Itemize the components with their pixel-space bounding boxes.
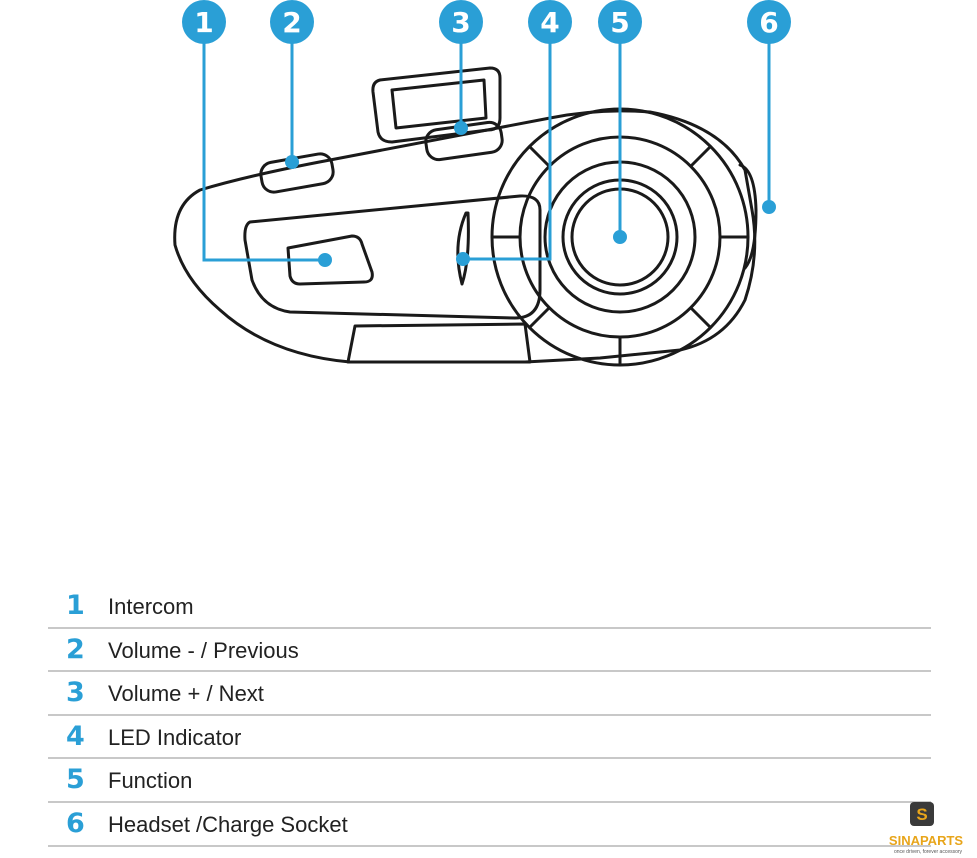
- legend-label: LED Indicator: [108, 724, 242, 750]
- callout-1-number: 1: [194, 6, 213, 39]
- device-diagram: 1 2 3 4 5 6: [173, 0, 791, 367]
- callout-5: 5: [598, 0, 642, 44]
- legend-item-intercom: 1 Intercom: [48, 585, 931, 629]
- callout-1: 1: [182, 0, 226, 44]
- legend-label: Headset /Charge Socket: [108, 811, 348, 837]
- callout-3: 3: [439, 0, 483, 44]
- legend-item-volume-down: 2 Volume - / Previous: [48, 629, 931, 673]
- sinaparts-logo: S SINAPARTS once driven, forever accesso…: [889, 802, 963, 855]
- legend-number: 2: [66, 633, 85, 665]
- callout-4-number: 4: [540, 6, 559, 39]
- logo-text: SINAPARTS: [889, 833, 963, 848]
- callout-2-number: 2: [282, 6, 301, 39]
- legend-item-function: 5 Function: [48, 759, 931, 803]
- headset-device-illustration: [173, 66, 758, 367]
- legend-number: 4: [66, 720, 85, 752]
- callout-6-number: 6: [759, 6, 778, 39]
- callout-3-number: 3: [451, 6, 470, 39]
- legend-list: 1 Intercom 2 Volume - / Previous 3 Volum…: [48, 585, 931, 847]
- callout-4: 4: [528, 0, 572, 44]
- legend-label: Volume + / Next: [108, 681, 264, 707]
- legend-label: Intercom: [108, 594, 194, 619]
- legend-label: Volume - / Previous: [108, 637, 299, 663]
- legend-label: Function: [108, 768, 193, 794]
- legend-number: 6: [66, 807, 85, 839]
- legend-item-led-indicator: 4 LED Indicator: [48, 716, 931, 760]
- logo-tagline: once driven, forever accessory: [894, 849, 963, 855]
- legend-item-charge-socket: 6 Headset /Charge Socket: [48, 803, 931, 847]
- leader-dots: [285, 121, 776, 267]
- svg-text:S: S: [916, 805, 927, 824]
- legend-number: 1: [66, 590, 85, 621]
- legend-number: 5: [66, 764, 85, 796]
- legend-number: 3: [66, 677, 85, 709]
- leader-lines: [202, 22, 771, 262]
- callout-2: 2: [270, 0, 314, 44]
- legend-item-volume-up: 3 Volume + / Next: [48, 672, 931, 716]
- s-badge-icon: S: [910, 802, 934, 826]
- callout-6: 6: [747, 0, 791, 44]
- callout-5-number: 5: [610, 6, 629, 39]
